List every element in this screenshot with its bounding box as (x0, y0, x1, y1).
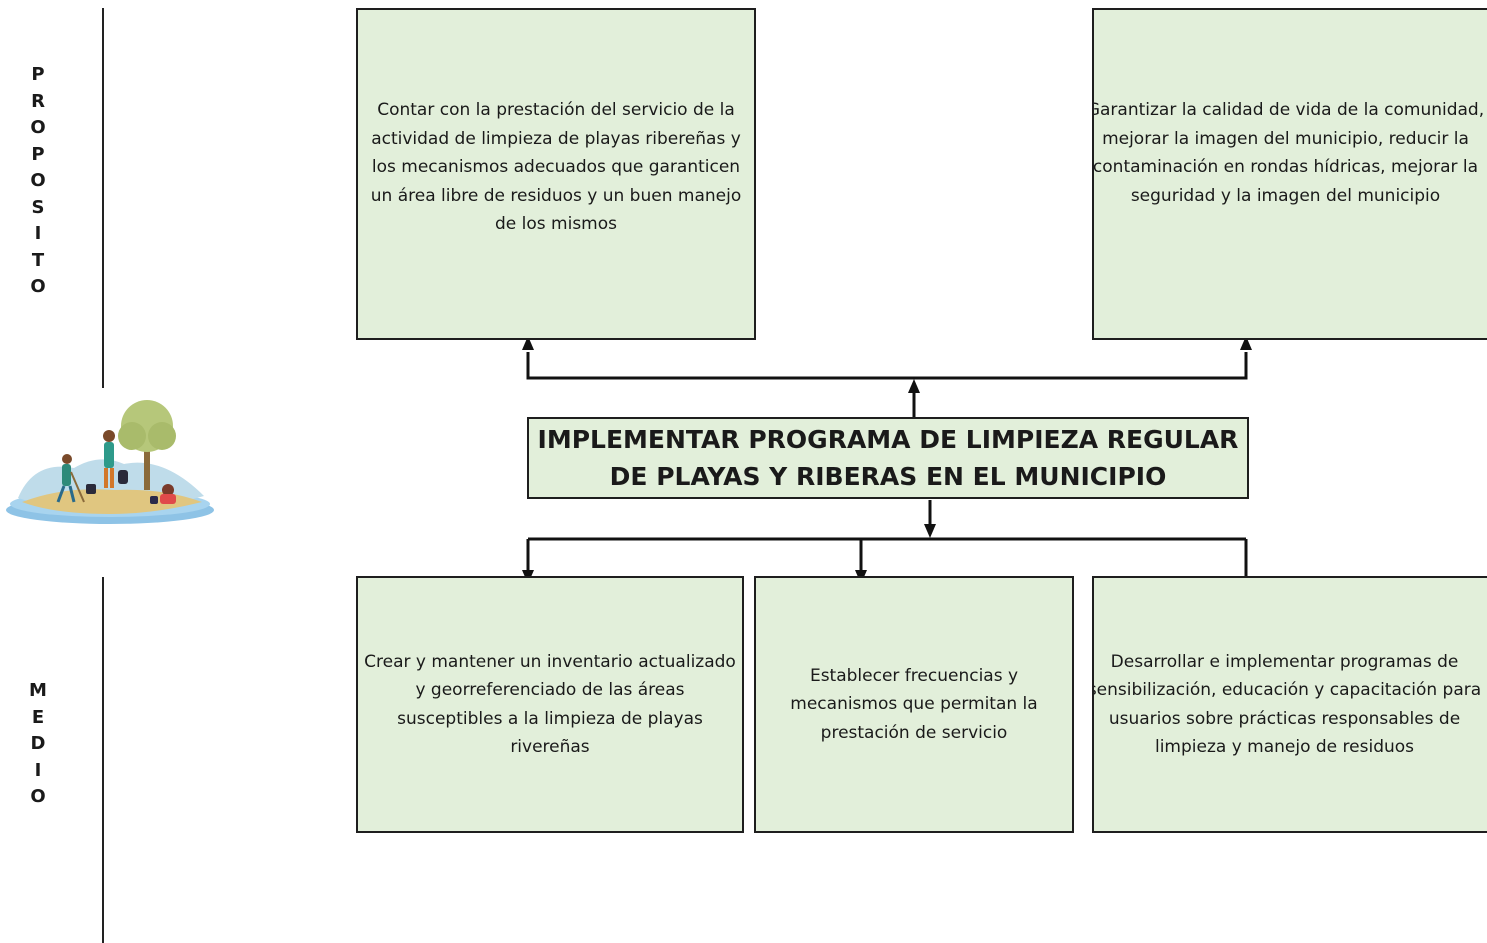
arrow-down-icon (924, 524, 936, 538)
purpose-text-service: Contar con la prestación del servicio de… (370, 100, 742, 234)
means-letter: D (30, 733, 46, 754)
means-letter: M (29, 680, 47, 701)
beach-cleanup-illustration (6, 400, 214, 524)
means-letter: I (34, 759, 42, 781)
purpose-box-service: Contar con la prestación del servicio de… (356, 8, 756, 340)
purpose-letter: O (30, 276, 46, 297)
purpose-letter: O (30, 117, 46, 138)
purpose-text-quality: Garantizar la calidad de vida de la comu… (1092, 100, 1485, 206)
means-letter: O (30, 786, 46, 807)
purpose-letter: S (31, 196, 45, 218)
purpose-letter: O (30, 170, 46, 191)
means-box-inventory: Crear y mantener un inventario actualiza… (356, 576, 744, 833)
purpose-letter: P (31, 64, 45, 85)
purpose-box-quality: Garantizar la calidad de vida de la comu… (1092, 8, 1487, 340)
arrow-up-icon (522, 336, 534, 350)
means-text-awareness: Desarrollar e implementar programas de s… (1092, 651, 1482, 758)
arrow-up-icon (1240, 336, 1252, 350)
means-side-label: M E D I O (20, 678, 56, 811)
arrow-up-icon (908, 379, 920, 393)
purpose-letter: R (31, 90, 45, 112)
means-box-awareness: Desarrollar e implementar programas de s… (1092, 576, 1487, 833)
purpose-letter: T (31, 249, 45, 271)
purpose-divider (102, 8, 104, 388)
means-text-frequencies: Establecer frecuencias y mecanismos que … (790, 665, 1038, 743)
means-box-frequencies: Establecer frecuencias y mecanismos que … (754, 576, 1074, 833)
means-text-inventory: Crear y mantener un inventario actualiza… (364, 651, 736, 758)
means-letter: E (31, 706, 45, 728)
means-divider (102, 577, 104, 943)
central-objective-line2: DE PLAYAS Y RIBERAS EN EL MUNICIPIO (609, 462, 1167, 491)
central-objective-box: IMPLEMENTAR PROGRAMA DE LIMPIEZA REGULAR… (527, 417, 1249, 499)
purpose-letter: P (31, 143, 45, 165)
purpose-side-label: P R O P O S I T O (20, 62, 56, 301)
central-objective-line1: IMPLEMENTAR PROGRAMA DE LIMPIEZA REGULAR (537, 425, 1239, 454)
purpose-letter: I (34, 223, 42, 244)
